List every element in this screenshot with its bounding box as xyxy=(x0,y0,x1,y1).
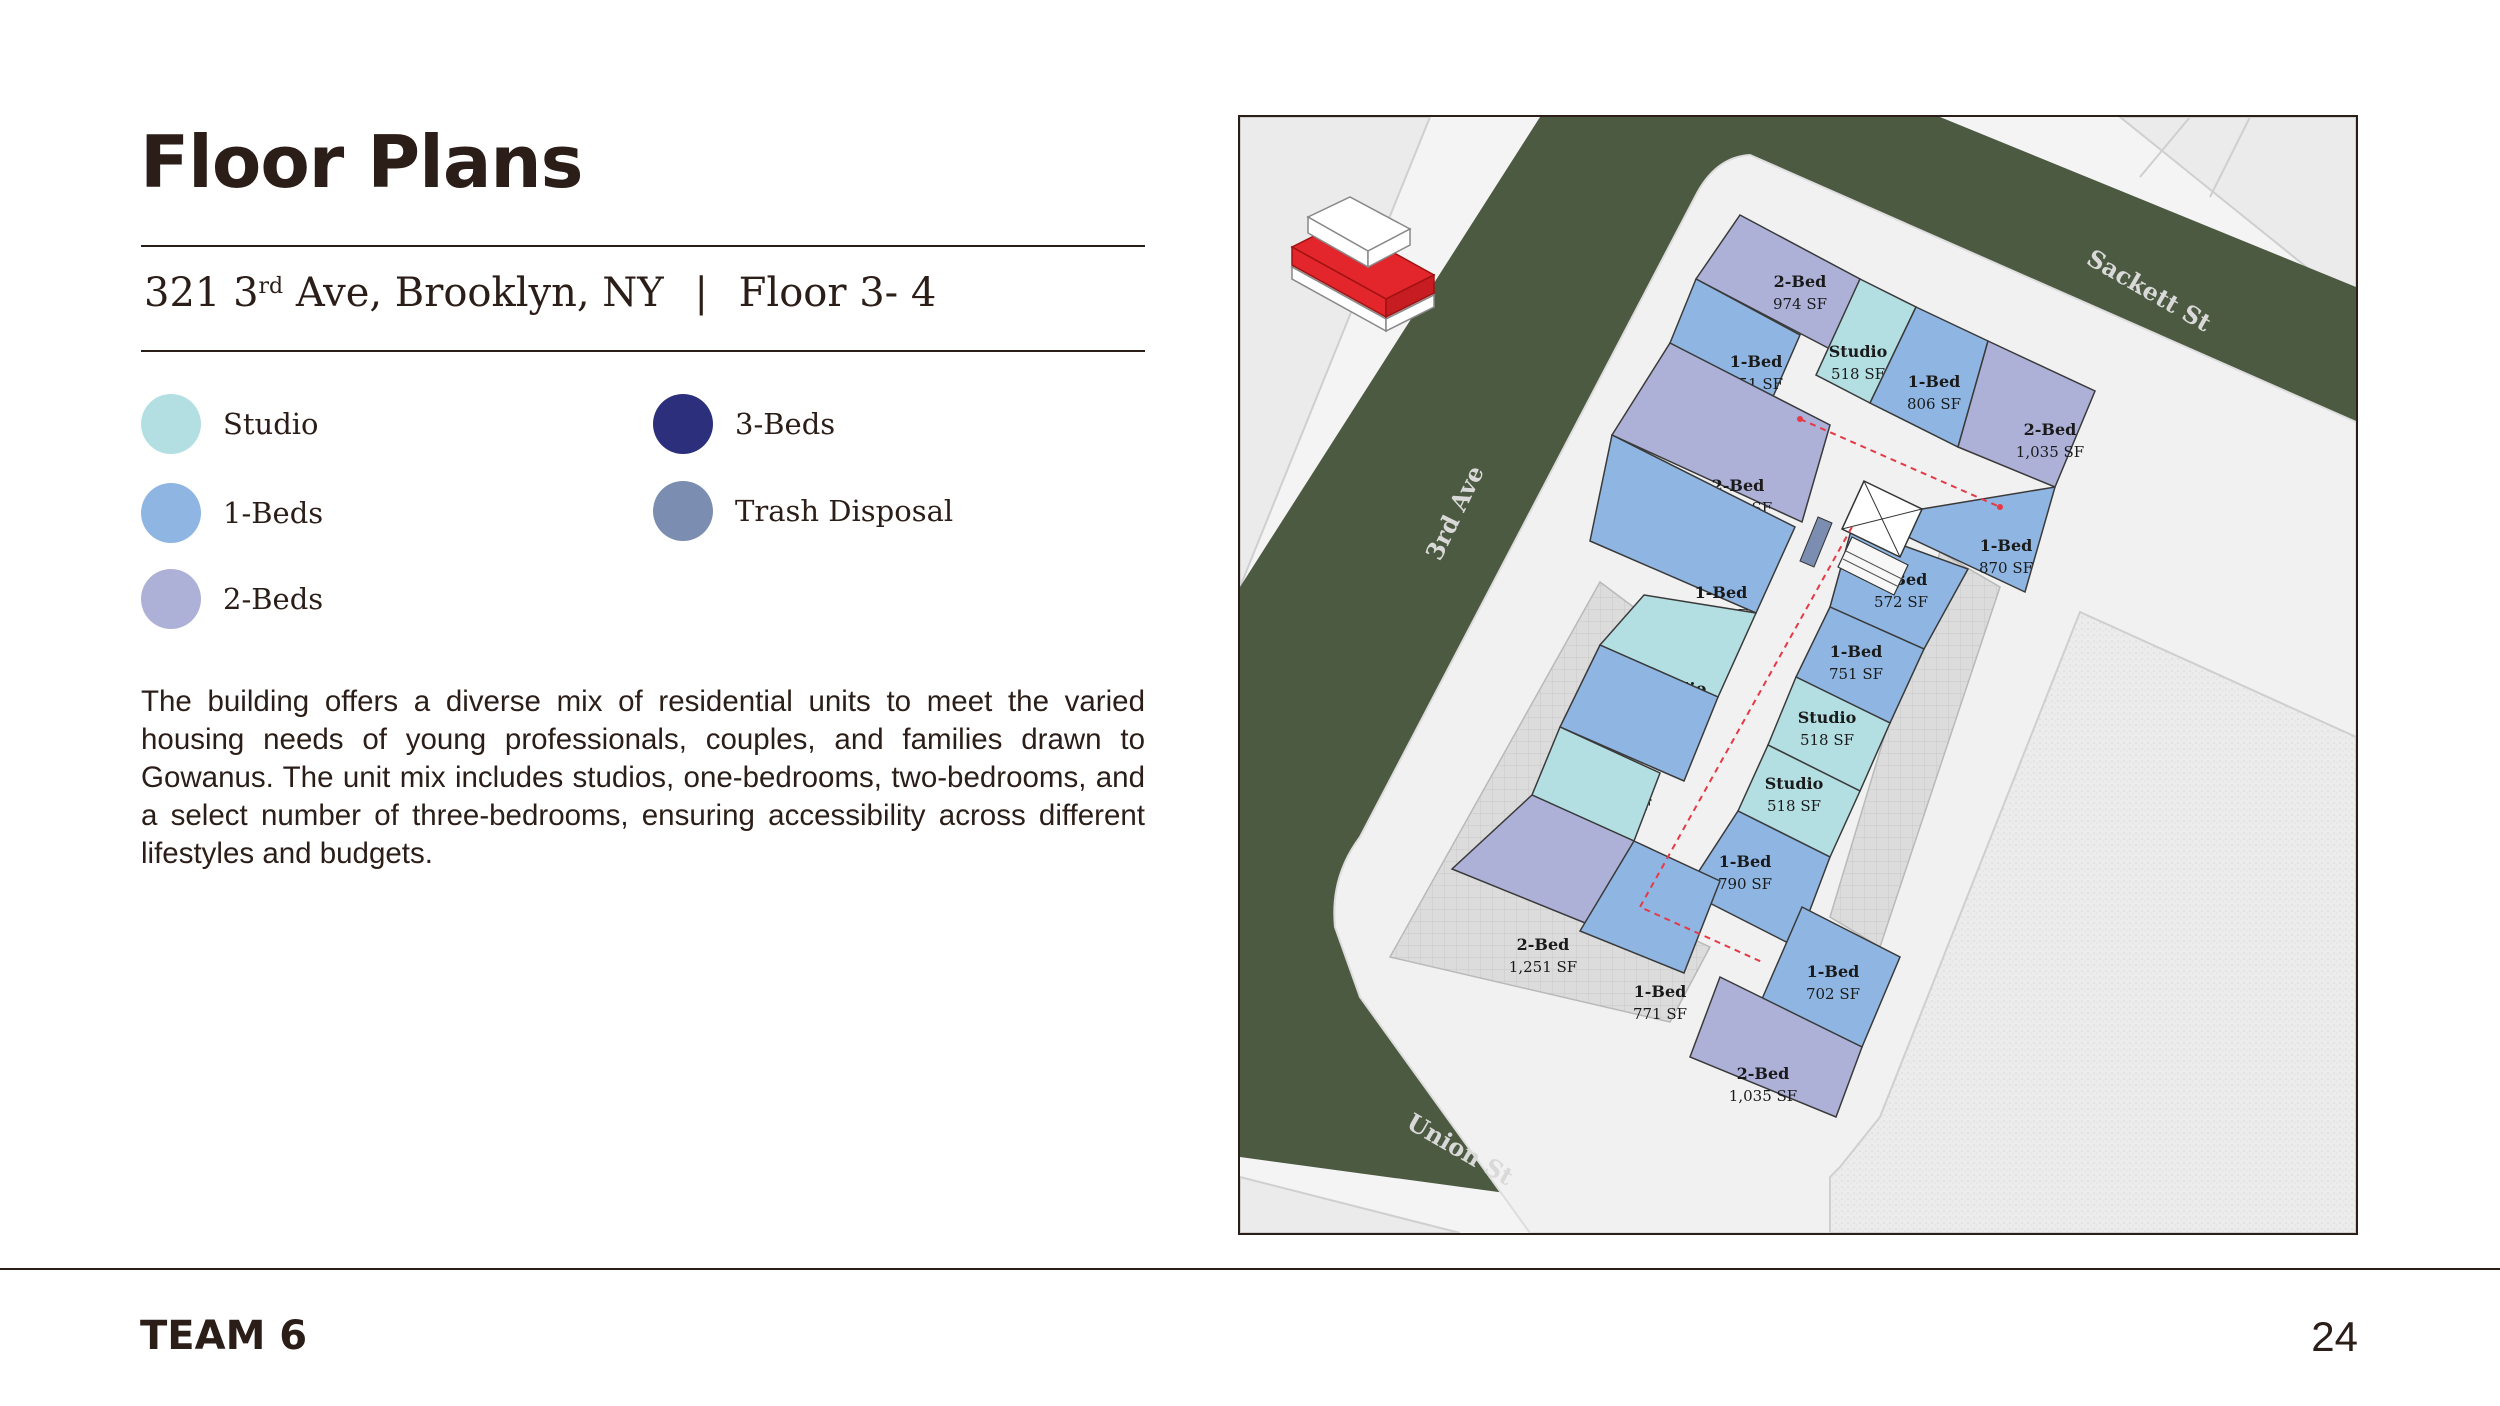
legend-label: Trash Disposal xyxy=(735,494,954,528)
unit-type-label: Studio xyxy=(1765,774,1824,793)
legend-item-3-beds: 3-Beds xyxy=(653,394,835,454)
unit-area-label: 572 SF xyxy=(1874,593,1928,611)
address-number: 321 3 xyxy=(144,270,259,316)
unit-area-label: 1,035 SF xyxy=(1729,1087,1797,1105)
unit-area-label: 518 SF xyxy=(1800,731,1854,749)
unit-1-bed: 1-Bed 790 SF xyxy=(1684,810,1831,949)
page-number: 24 xyxy=(2311,1313,2358,1360)
unit-area-label: 806 SF xyxy=(1907,395,1961,413)
footer-team: TEAM 6 xyxy=(140,1313,308,1359)
unit-type-label: 2-Bed xyxy=(1774,272,1827,291)
unit-type-label: 2-Bed xyxy=(1737,1064,1790,1083)
neighbor-block xyxy=(1240,1175,1461,1233)
unit-area-label: 771 SF xyxy=(1633,1005,1687,1023)
unit-type-label: 1-Bed xyxy=(1695,583,1748,602)
unit-area-label: 702 SF xyxy=(1806,985,1860,1003)
page-subtitle: 321 3rd Ave, Brooklyn, NY | Floor 3- 4 xyxy=(144,270,936,316)
legend-swatch-2-beds xyxy=(141,569,201,629)
unit-area-label: 1,035 SF xyxy=(2016,443,2084,461)
neighbor-block xyxy=(2118,117,2356,309)
trash-room xyxy=(1799,516,1833,568)
unit-type-label: Studio xyxy=(1829,342,1888,361)
unit-area-label: 790 SF xyxy=(1718,875,1772,893)
unit-type-label: 2-Bed xyxy=(1517,935,1570,954)
unit-type-label: 1-Bed xyxy=(1830,642,1883,661)
unit-1-bed: 1-Bed 751 SF xyxy=(1794,606,1925,725)
address-ordinal: rd xyxy=(258,274,284,299)
legend-item-2-beds: 2-Beds xyxy=(141,569,323,629)
unit-type-label: 1-Bed xyxy=(1719,852,1772,871)
description-paragraph: The building offers a diverse mix of res… xyxy=(141,685,1145,870)
legend-swatch-3-beds xyxy=(653,394,713,454)
unit-shape xyxy=(1578,840,1721,974)
legend-label: 2-Beds xyxy=(223,582,324,616)
unit-type-label: 1-Bed xyxy=(1730,352,1783,371)
unit-area-label: 751 SF xyxy=(1829,665,1883,683)
unit-shape xyxy=(1610,342,1831,524)
elevator-core xyxy=(1837,479,1923,596)
unit-type-label: 2-Bed xyxy=(1712,476,1765,495)
floor-label: Floor 3- 4 xyxy=(738,270,937,316)
unit-shape xyxy=(1558,644,1719,782)
unit-1-bed: 1-Bed 806 SF xyxy=(1869,306,1989,449)
title-divider xyxy=(141,245,1145,247)
legend-swatch-trash-disposal xyxy=(653,481,713,541)
unit-type-label: 2-Bed xyxy=(2024,420,2077,439)
unit-shape xyxy=(1689,975,1863,1118)
unit-2-bed: 2-Bed 1,035 SF xyxy=(1689,975,1863,1118)
unit-2-bed: 2-Bed 1,035 SF xyxy=(1957,339,2096,488)
unit-type-label: 1-Bed xyxy=(1908,372,1961,391)
legend-label: 1-Beds xyxy=(223,496,324,530)
unit-area-label: 974 SF xyxy=(1773,295,1827,313)
unit-type-label: 1-Bed xyxy=(1634,982,1687,1001)
legend-item-trash-disposal: Trash Disposal xyxy=(653,481,953,541)
legend-item-1-beds: 1-Beds xyxy=(141,483,323,543)
subtitle-separator: | xyxy=(694,270,708,316)
legend-label: 3-Beds xyxy=(735,407,836,441)
legend-label: Studio xyxy=(223,407,319,441)
legend-swatch-studio xyxy=(141,394,201,454)
unit-area-label: 1,251 SF xyxy=(1509,958,1577,976)
corridor-path xyxy=(1799,418,2001,508)
footer-divider xyxy=(0,1268,2500,1270)
legend-swatch-1-beds xyxy=(141,483,201,543)
axonometric-key-icon xyxy=(1290,196,1436,333)
unit-1-bed: 1-Bed 870 SF xyxy=(1906,486,2057,594)
unit-area-label: 518 SF xyxy=(1767,797,1821,815)
unit-type-label: 1-Bed xyxy=(1807,962,1860,981)
address-street: Ave, Brooklyn, NY xyxy=(283,270,664,316)
adjacent-building xyxy=(1829,610,2356,1233)
unit-type-label: Studio xyxy=(1798,708,1857,727)
unit-studio: Studio 518 SF xyxy=(1815,277,1917,405)
unit-area-label: 518 SF xyxy=(1831,365,1885,383)
subtitle-divider xyxy=(141,350,1145,352)
corridor-path xyxy=(1638,526,1853,963)
unit-1-bed: 1-Bed 771 SF xyxy=(1578,840,1721,1023)
page-title: Floor Plans xyxy=(140,120,584,204)
legend-item-studio: Studio xyxy=(141,394,319,454)
unit-type-label: 1-Bed xyxy=(1980,536,2033,555)
unit-area-label: 870 SF xyxy=(1979,559,2033,577)
